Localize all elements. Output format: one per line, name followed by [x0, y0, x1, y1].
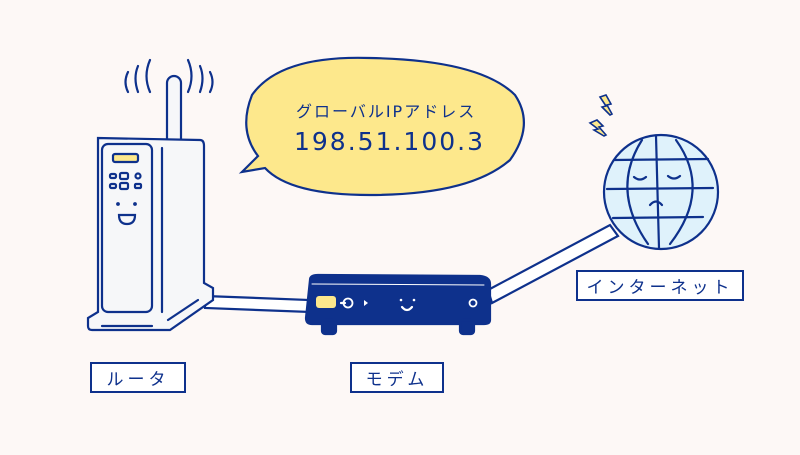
globe-icon	[602, 133, 720, 251]
internet-label: インターネット	[576, 270, 744, 301]
modem-icon	[304, 273, 492, 336]
ip-address: 198.51.100.3	[294, 127, 485, 156]
global-ip-label: グローバルIPアドレス	[296, 102, 477, 121]
router-icon	[86, 58, 215, 332]
modem-label: モデム	[350, 362, 444, 393]
speech-bubble	[238, 56, 525, 197]
router-label: ルータ	[90, 362, 186, 393]
router-modem-cable	[203, 294, 312, 314]
lightning-icon	[588, 94, 614, 137]
